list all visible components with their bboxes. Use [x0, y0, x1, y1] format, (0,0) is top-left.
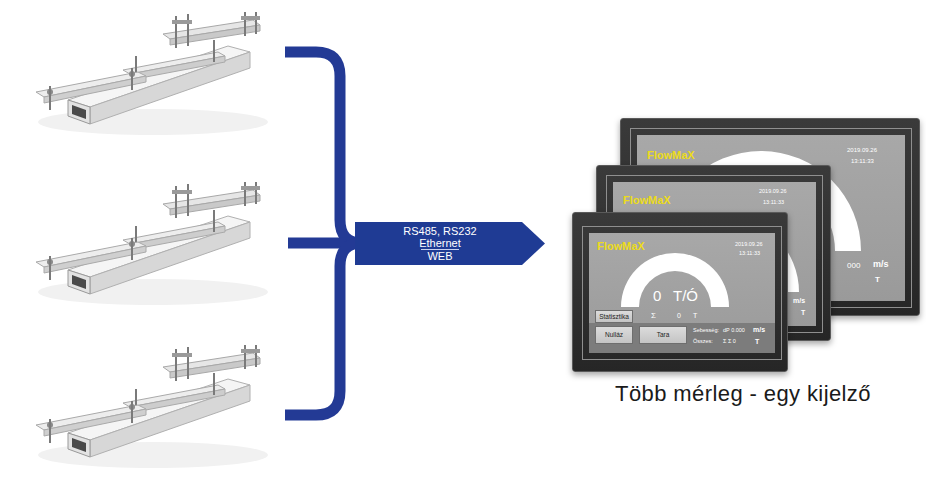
button-label: Nulláz	[605, 331, 623, 338]
button-label: Tara	[657, 331, 670, 338]
time-text: 13:11:33	[739, 250, 760, 256]
protocol-name: RS485, RS232	[403, 225, 476, 237]
time-text: 13:11:33	[763, 199, 784, 205]
unit-text: T	[693, 312, 697, 320]
screen-button: Nulláz	[595, 326, 633, 344]
field-label: Összes:	[693, 338, 713, 344]
brand-logo: FlowMaX	[647, 149, 695, 162]
sum-symbol: Σ	[651, 311, 656, 320]
bracket-arm	[285, 243, 362, 415]
gauge-unit: T/Ó	[673, 287, 698, 304]
field-value: Σ Σ 0	[723, 338, 736, 344]
display-panel: FlowMaX2019.09.2613:11:330T/ÓΣ0TSebesség…	[572, 212, 788, 372]
field-value: dP 0.000	[723, 327, 745, 333]
load-cell-frame	[36, 182, 268, 305]
screen-button: Tara	[639, 326, 687, 344]
unit-text: m/s	[753, 326, 765, 334]
display-screen: FlowMaX2019.09.2613:11:330T/ÓΣ0TSebesség…	[589, 233, 775, 353]
screen-button: Statisztika	[595, 310, 633, 323]
field-label: Sebesség:	[693, 327, 719, 333]
speed-value: 000	[847, 261, 860, 270]
merge-bracket	[285, 52, 362, 415]
gauge-value: 0	[653, 287, 661, 304]
load-cell-frame	[36, 345, 268, 468]
load-cell-frame	[36, 12, 268, 135]
unit-text: m/s	[873, 259, 889, 269]
sum-value: 0	[677, 312, 681, 320]
unit-text: T	[755, 338, 759, 346]
caption: Több mérleg - egy kijelző	[615, 381, 871, 407]
date-text: 2019.09.26	[847, 147, 877, 154]
unit-text: T	[875, 275, 880, 284]
brand-logo: FlowMaX	[623, 194, 671, 207]
protocol-arrow: RS485, RS232EthernetWEB	[355, 222, 545, 265]
time-text: 13:11:33	[851, 158, 874, 165]
button-label: Statisztika	[599, 313, 629, 320]
date-text: 2019.09.26	[735, 241, 763, 247]
brand-logo: FlowMaX	[597, 240, 645, 253]
bracket-arm	[285, 52, 362, 243]
arrow-text: RS485, RS232EthernetWEB	[355, 222, 525, 265]
date-text: 2019.09.26	[759, 188, 787, 194]
gauge-arc	[621, 253, 729, 307]
unit-text: m/s	[793, 297, 805, 305]
unit-text: T	[801, 309, 805, 317]
protocol-name: WEB	[421, 249, 458, 262]
arrow-shape	[355, 222, 545, 265]
protocol-name: Ethernet	[419, 237, 461, 249]
